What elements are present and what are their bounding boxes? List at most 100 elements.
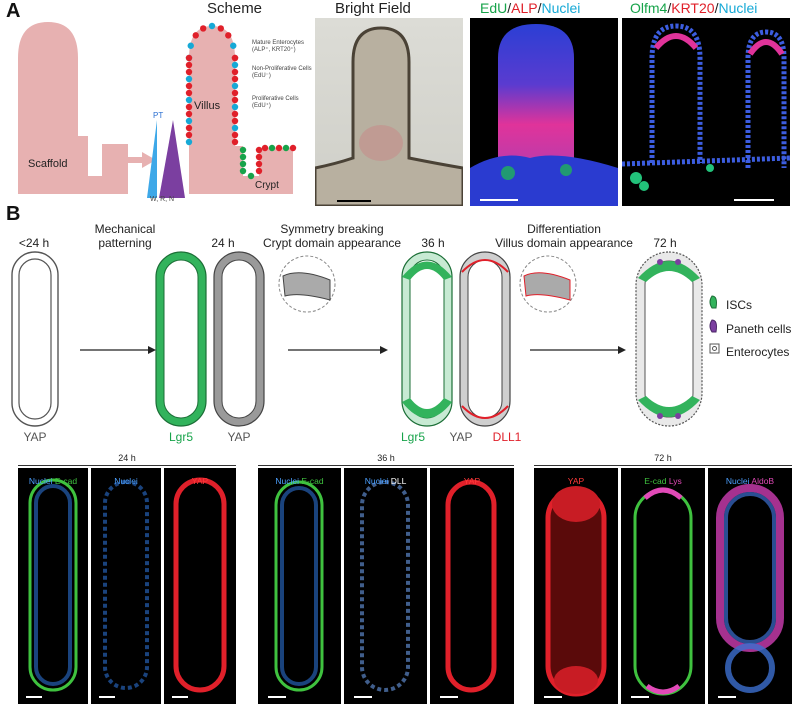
scheme-cell-dot [261,144,269,152]
micro-72h-ecad-lys: E-cad Lys [621,468,705,704]
micro-24h-yap: YAP [164,468,236,704]
group-72h-title: 72 h [654,453,672,463]
scheme-cell-dot [231,68,239,76]
scheme-cell-dot [247,172,255,180]
micro-24h-nuclei: Nuclei [91,468,161,704]
scheme-cell-dot [185,82,193,90]
scheme-cell-dot [231,96,239,104]
scheme-cell-dot [199,25,207,32]
scheme-cell-dot [282,144,290,152]
scheme-cell-dot [239,153,247,161]
micro-24h-nuclei-ecad: Nuclei E-cad [18,468,88,704]
olfm4-krt20-image [622,18,790,206]
panel-b-letter: B [6,203,21,225]
scheme-cell-dot [225,32,232,39]
scheme-cell-dot [289,144,297,152]
marker-lgr5-24: Lgr5 [168,430,194,444]
organoid-sketches [11,251,720,427]
scheme-title: Scheme [207,0,263,17]
scheme-cell-dot [187,42,194,49]
olfm4-title: Olfm4/KRT20/Nuclei [630,0,758,16]
gradient-top-label: PT [153,111,164,120]
time-lt24h: <24 h [18,236,50,250]
scheme-cell-dot [185,124,193,132]
scheme-cell-dot [255,146,263,154]
micro-72h-nuclei-aldob: Nuclei AldoB [708,468,792,704]
scheme-cell-dot [185,131,193,139]
crypt-label: Crypt [255,180,279,191]
scheme-cell-dot [185,117,193,125]
scheme-cell-dot [231,75,239,83]
scaffold-diagram [18,22,128,194]
scheme-cell-dot [255,160,263,168]
group-72h-line [534,465,792,466]
scheme-cell-dot [217,25,225,32]
edu-scalebar [480,199,518,201]
gradient-triangles [147,120,185,198]
brightfield-title: Bright Field [335,0,411,17]
scheme-cell-dot [231,89,239,97]
marker-yap-lt24: YAP [23,430,47,444]
legend-proliferative: Proliferative Cells (EdU⁺) [252,96,299,109]
scheme-cell-dot [231,110,239,118]
edu-title: EdU/ALP/Nuclei [480,0,581,16]
step-differentiation: Differentiation Villus domain appearance [495,222,633,250]
scheme-cell-dot [231,138,239,146]
scheme-cell-dot [239,146,247,154]
panel-a-letter: A [6,0,21,22]
scheme-cell-dot [185,138,193,146]
legend-paneth-cells: Paneth cells [726,322,792,336]
micro-36h-nuclei-ecad: Nuclei E-cad [258,468,341,704]
scheme-cell-dot [255,153,263,161]
scheme-cell-dot [192,32,199,39]
marker-yap-24: YAP [227,430,251,444]
brightfield-scalebar [337,200,371,202]
marker-yap-36: YAP [449,430,473,444]
group-36h-line [258,465,514,466]
scheme-cell-dot [185,54,193,62]
scheme-cell-dot [208,22,216,30]
group-24h-title: 24 h [118,453,136,463]
time-36h: 36 h [421,236,445,250]
marker-dll1-36: DLL1 [492,430,522,444]
micro-36h-yap: YAP [430,468,514,704]
scheme-cell-dot [231,103,239,111]
scheme-cell-dot [231,61,239,69]
scheme-cell-dot [185,68,193,76]
scheme-cell-dot [255,167,263,175]
villus-label: Villus [194,100,221,112]
step-symmetry-breaking: Symmetry breaking Crypt domain appearanc… [262,222,402,250]
scheme-cell-dot [231,82,239,90]
brightfield-image [315,18,463,206]
micro-72h-yap: YAP [534,468,618,704]
legend-nonproliferative: Non-Proliferative Cells (EdU⁻) [252,66,312,79]
gradient-bottom-label: W, R, N [150,196,175,203]
scheme-cell-dot [231,124,239,132]
scheme-diagram [185,22,297,194]
legend-mature-enterocytes: Mature Enterocytes (ALP⁺, KRT20⁺) [252,40,305,53]
scheme-cell-dot [268,144,276,152]
legend-enterocytes: Enterocytes [726,345,790,359]
scheme-cell-dot [185,75,193,83]
time-24h: 24 h [211,236,235,250]
time-72h: 72 h [653,236,677,250]
micro-36h-nuclei-dll: Nuclei DLL [344,468,427,704]
scheme-cell-dot [230,42,237,49]
scaffold-label: Scaffold [28,158,68,170]
scheme-cell-dot [185,103,193,111]
scheme-cell-dot [185,110,193,118]
edu-alp-image [470,18,618,206]
step-mechanical-patterning: Mechanical patterning [94,222,156,250]
scheme-cell-dot [185,96,193,104]
scheme-cell-dot [239,160,247,168]
legend-iscs: ISCs [726,298,753,312]
group-36h-title: 36 h [377,453,395,463]
scheme-cell-dot [231,117,239,125]
group-24h-line [18,465,236,466]
arrow-scaffold-to-scheme [128,152,156,168]
marker-lgr5-36: Lgr5 [400,430,426,444]
scheme-cell-dot [275,144,283,152]
scheme-cell-dot [185,61,193,69]
olfm4-scalebar [734,199,774,201]
scheme-cell-dot [185,89,193,97]
